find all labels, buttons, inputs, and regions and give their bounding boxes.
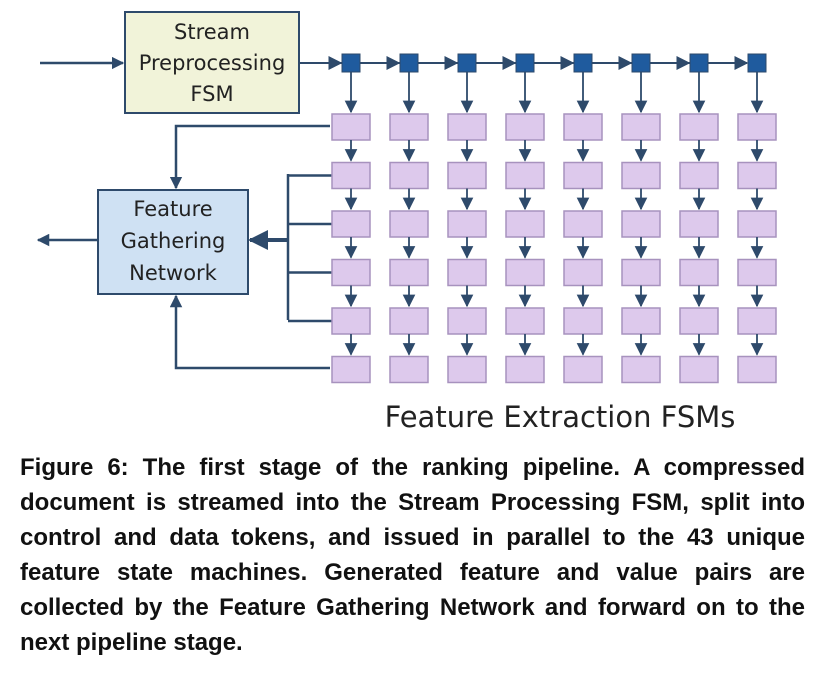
fsm-box (331, 307, 371, 335)
fsm-box (389, 258, 429, 287)
fsm-array-title: Feature Extraction FSMs (385, 400, 736, 434)
collector-branches (288, 174, 332, 323)
token-square (747, 53, 767, 73)
fsm-box (679, 355, 719, 384)
fsm-box (505, 355, 545, 384)
fsm-box (331, 113, 371, 141)
token-square (341, 53, 361, 73)
fsm-box (679, 307, 719, 335)
token-square (457, 53, 477, 73)
fsm-box (389, 355, 429, 384)
fsm-box (447, 258, 487, 287)
fsm-box (563, 307, 603, 335)
fsm-box (331, 161, 371, 190)
figure-caption: Figure 6: The first stage of the ranking… (20, 454, 805, 656)
fsm-box (621, 258, 661, 287)
token-square (515, 53, 535, 73)
fsm-box (563, 113, 603, 141)
token-square (689, 53, 709, 73)
fsm-box (737, 355, 777, 384)
fsm-box (679, 210, 719, 238)
fsm-box (679, 113, 719, 141)
fsm-box (737, 161, 777, 190)
feature-extraction-fsm-grid (323, 53, 777, 384)
token-square (631, 53, 651, 73)
preprocessing-label-line-2: Preprocessing (139, 51, 286, 75)
fsm-box (621, 307, 661, 335)
fsm-box (447, 355, 487, 384)
preprocessing-label-line-3: FSM (190, 82, 233, 106)
fsm-box (505, 161, 545, 190)
gathering-label-line-2: Gathering (121, 229, 226, 253)
gathering-label-line-1: Feature (133, 197, 212, 221)
fsm-box (505, 258, 545, 287)
fsm-box (563, 161, 603, 190)
top-feedback-line (169, 124, 330, 190)
token-square (399, 53, 419, 73)
fsm-box (389, 307, 429, 335)
fsm-box (737, 307, 777, 335)
fsm-box (737, 210, 777, 238)
fsm-box (621, 113, 661, 141)
fsm-box (447, 307, 487, 335)
fsm-box (563, 210, 603, 238)
fsm-box (389, 210, 429, 238)
bottom-feedback-line (169, 294, 330, 370)
pipeline-diagram: Stream Preprocessing FSM Feature Gatheri… (36, 11, 777, 434)
fsm-box (331, 258, 371, 287)
fsm-box (563, 355, 603, 384)
preprocessing-label-line-1: Stream (174, 20, 250, 44)
gathering-label-line-3: Network (129, 261, 218, 285)
fsm-box (679, 161, 719, 190)
fsm-box (505, 307, 545, 335)
fsm-box (447, 113, 487, 141)
fsm-box (621, 161, 661, 190)
fsm-box (621, 210, 661, 238)
stream-preprocessing-fsm-box: Stream Preprocessing FSM (124, 11, 300, 114)
fsm-box (331, 210, 371, 238)
fsm-box (505, 113, 545, 141)
fsm-box (737, 113, 777, 141)
fsm-box (447, 210, 487, 238)
token-square (573, 53, 593, 73)
fsm-box (563, 258, 603, 287)
fsm-box (737, 258, 777, 287)
feature-gathering-network-box: Feature Gathering Network (97, 189, 249, 295)
fsm-box (331, 355, 371, 384)
fsm-box (389, 113, 429, 141)
fsm-box (505, 210, 545, 238)
fsm-box (679, 258, 719, 287)
fsm-box (447, 161, 487, 190)
fsm-box (389, 161, 429, 190)
fsm-box (621, 355, 661, 384)
